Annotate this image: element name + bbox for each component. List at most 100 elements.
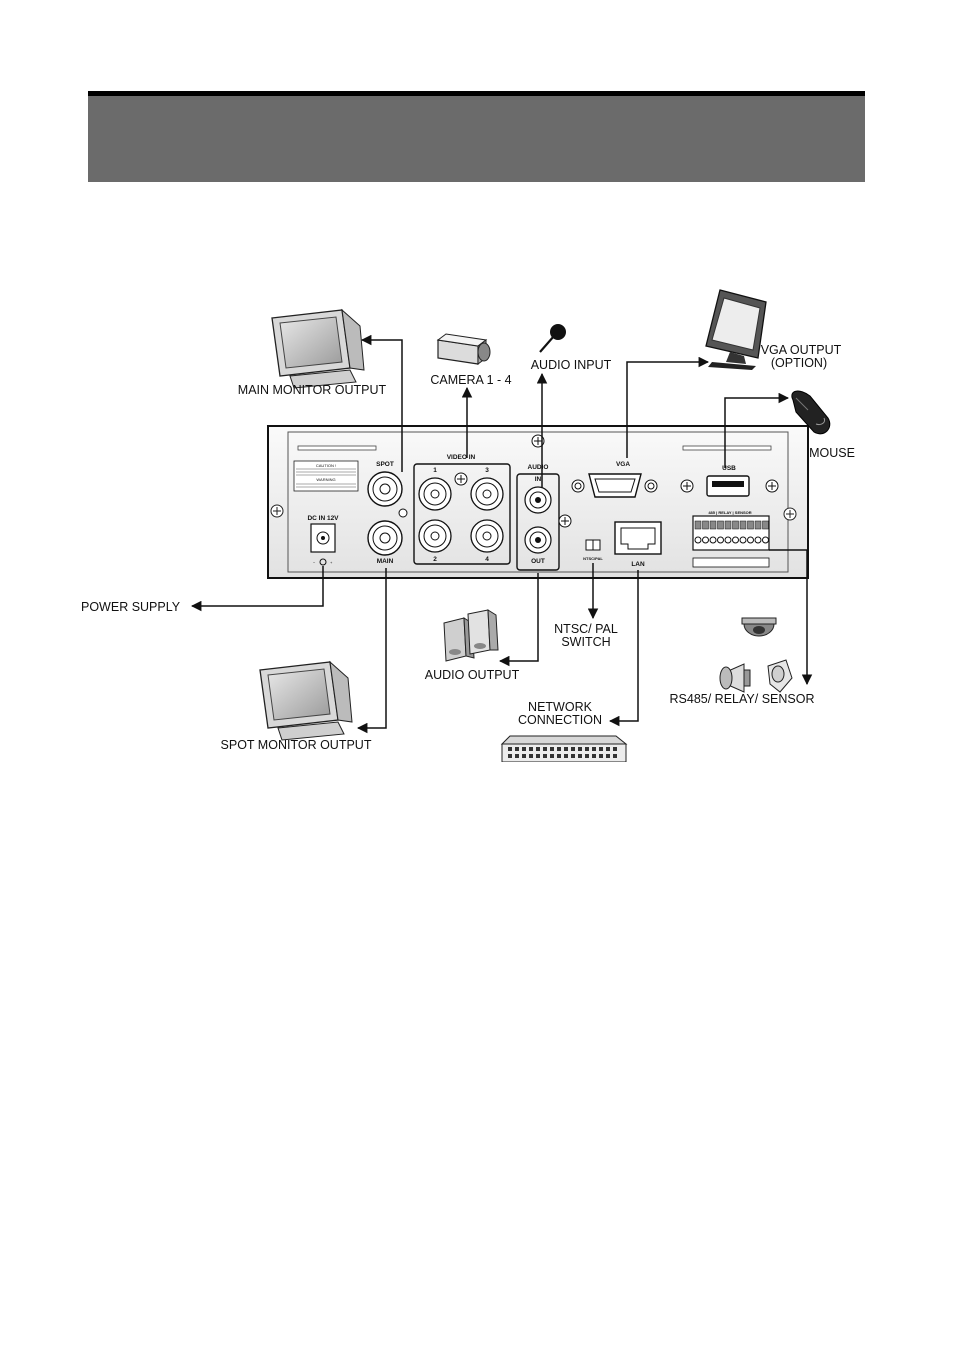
network-label-2: CONNECTION xyxy=(518,713,602,727)
switch-port xyxy=(599,747,603,751)
caution-label: CAUTION ! WARNING xyxy=(293,460,359,492)
video-in-ports: VIDEO IN 1 3 2 4 xyxy=(413,454,511,565)
arrow-mouse xyxy=(724,392,790,468)
caution-text: CAUTION ! xyxy=(316,463,336,468)
network-label-1: NETWORK xyxy=(528,700,593,714)
svg-text:−: − xyxy=(313,560,316,565)
audio-input-label: AUDIO INPUT xyxy=(531,358,612,372)
switch-port xyxy=(606,754,610,758)
vga-output-label-2: (OPTION) xyxy=(771,356,827,370)
switch-port xyxy=(543,754,547,758)
vga-port: VGA xyxy=(571,461,658,498)
switch-port xyxy=(599,754,603,758)
switch-port xyxy=(557,754,561,758)
switch-port xyxy=(536,747,540,751)
terminal-slot xyxy=(762,520,769,530)
arrow-network xyxy=(608,570,639,727)
network-switch-icon xyxy=(500,735,628,762)
arrow-vga-output xyxy=(626,356,710,458)
terminal-screw xyxy=(739,536,747,544)
rs485-relay-sensor-label: RS485/ RELAY/ SENSOR xyxy=(670,692,815,706)
terminal-screw xyxy=(732,536,739,544)
vga-output-label-1: VGA OUTPUT xyxy=(761,343,842,357)
terminal-block: 485 | RELAY | SENSOR xyxy=(692,510,770,568)
svg-text:+: + xyxy=(330,560,333,565)
main-label: MAIN xyxy=(377,558,394,565)
switch-port xyxy=(543,747,547,751)
switch-port xyxy=(564,747,568,751)
switch-port xyxy=(529,747,533,751)
switch-port xyxy=(613,747,617,751)
arrow-rs485 xyxy=(769,549,813,686)
mouse-label: MOUSE xyxy=(809,446,855,460)
connection-arrows xyxy=(190,334,813,734)
switch-port xyxy=(508,747,512,751)
lcd-monitor-icon xyxy=(705,289,767,370)
switch-port xyxy=(606,747,610,751)
dc-in-port: DC IN 12V − + xyxy=(307,515,339,566)
switch-port xyxy=(585,747,589,751)
terminal-screw xyxy=(694,536,702,544)
ch3-label: 3 xyxy=(485,467,489,474)
lan-port: LAN xyxy=(614,521,662,568)
ntsc-pal-label-2: SWITCH xyxy=(561,635,610,649)
dc-in-label: DC IN 12V xyxy=(307,515,339,522)
switch-port xyxy=(550,747,554,751)
arrow-power-supply xyxy=(190,566,324,612)
terminal-slot xyxy=(702,520,709,530)
usb-port: USB xyxy=(680,465,779,497)
main-monitor-output-label: MAIN MONITOR OUTPUT xyxy=(238,383,387,397)
audio-in-label: IN xyxy=(535,476,542,483)
audio-out-label: OUT xyxy=(531,558,545,565)
terminal-screw xyxy=(702,536,709,544)
spot-monitor-icon xyxy=(259,660,353,741)
switch-port xyxy=(578,754,582,758)
switch-port xyxy=(550,754,554,758)
vga-label: VGA xyxy=(616,461,630,468)
audio-output-label: AUDIO OUTPUT xyxy=(425,668,520,682)
arrow-audio-output xyxy=(498,573,539,667)
ch4-label: 4 xyxy=(485,556,489,563)
power-supply-label: POWER SUPPLY xyxy=(81,600,181,614)
warning-text: WARNING xyxy=(316,477,335,482)
terminal-slot xyxy=(747,520,754,530)
terminal-screw xyxy=(754,536,762,544)
mouse-icon xyxy=(791,390,831,435)
terminal-slot xyxy=(717,520,724,530)
speakers-icon xyxy=(443,609,499,662)
terminal-header: 485 | RELAY | SENSOR xyxy=(708,510,751,515)
main-monitor-icon xyxy=(271,308,365,389)
usb-label: USB xyxy=(722,465,736,472)
switch-port xyxy=(515,754,519,758)
terminal-screw xyxy=(709,536,717,544)
audio-label: AUDIO xyxy=(528,464,549,471)
switch-port xyxy=(592,754,596,758)
switch-port xyxy=(529,754,533,758)
title-rule xyxy=(88,91,865,96)
switch-port xyxy=(613,754,617,758)
terminal-slot xyxy=(694,520,702,530)
switch-port xyxy=(592,747,596,751)
camera-label: CAMERA 1 - 4 xyxy=(430,373,511,387)
ch2-label: 2 xyxy=(433,556,437,563)
terminal-screw xyxy=(762,536,769,544)
title-bar xyxy=(88,96,865,182)
switch-port xyxy=(564,754,568,758)
switch-port xyxy=(585,754,589,758)
pir-sensor-icon xyxy=(767,659,793,693)
microphone-icon xyxy=(539,324,566,353)
terminal-slot xyxy=(754,520,762,530)
spot-label: SPOT xyxy=(376,461,394,468)
switch-port xyxy=(508,754,512,758)
terminal-slot xyxy=(739,520,747,530)
video-in-label: VIDEO IN xyxy=(447,454,476,461)
spot-main-ports: SPOT MAIN xyxy=(367,461,408,565)
lan-label: LAN xyxy=(631,561,645,568)
switch-port xyxy=(522,754,526,758)
arrow-main-monitor xyxy=(360,334,403,472)
terminal-slot xyxy=(732,520,739,530)
siren-icon xyxy=(719,663,751,693)
dome-camera-icon xyxy=(741,617,777,637)
terminal-slot xyxy=(724,520,732,530)
ntsc-pal-panel-label: NTSC/PAL xyxy=(583,556,603,561)
